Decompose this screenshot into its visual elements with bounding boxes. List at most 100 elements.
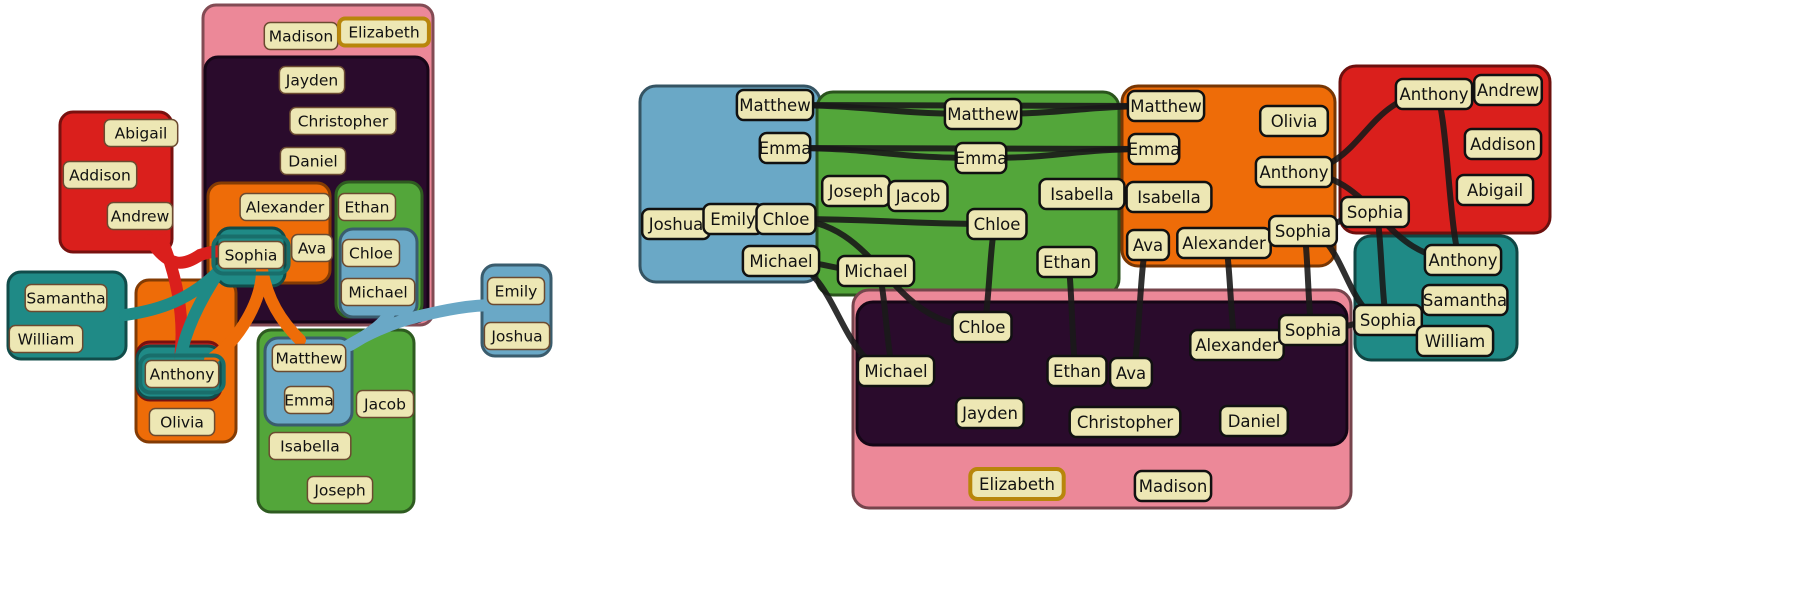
- right-node: Andrew: [1472, 73, 1544, 107]
- right-node: Elizabeth: [968, 467, 1066, 501]
- right-node-label: Alexander: [1182, 234, 1266, 253]
- right-node: Matthew: [943, 97, 1023, 131]
- left-node-box: [483, 321, 551, 351]
- right-node: Joseph: [820, 174, 892, 208]
- right-node: Ethan: [1046, 354, 1108, 388]
- right-edge-7: [783, 216, 1000, 227]
- right-node: Chloe: [966, 207, 1028, 241]
- right-node-label: Samantha: [1423, 291, 1507, 310]
- right-node: Chloe: [755, 202, 817, 236]
- right-node: Anthony: [1423, 243, 1503, 277]
- left-node-label: Emma: [284, 392, 334, 410]
- right-node-label: Chloe: [763, 210, 810, 229]
- left-node-box: [290, 233, 334, 263]
- right-node-box: [1352, 303, 1424, 337]
- right-node-label: Sophia: [1347, 203, 1403, 222]
- right-node: Michael: [856, 354, 936, 388]
- right-node-label: Chloe: [959, 318, 1006, 337]
- right-node: Madison: [1133, 469, 1213, 503]
- right-node-box: [1125, 180, 1213, 214]
- right-node-label: Elizabeth: [979, 475, 1055, 494]
- right-node-label: Emily: [710, 210, 756, 229]
- left-node: Andrew: [106, 201, 174, 231]
- right-node: Abigail: [1455, 173, 1535, 207]
- left-node-label: Emily: [495, 283, 538, 301]
- left-node: Daniel: [279, 146, 347, 176]
- right-node-box: [836, 254, 916, 288]
- right-node-box: [951, 310, 1013, 344]
- right-node: Sophia: [1277, 313, 1349, 347]
- left-node-label: Joseph: [313, 482, 365, 500]
- right-node-label: Abigail: [1467, 181, 1523, 200]
- right-node-box: [966, 207, 1028, 241]
- right-node-label: Sophia: [1285, 321, 1341, 340]
- right-node-label: Isabella: [1050, 185, 1113, 204]
- right-node: Ava: [1108, 356, 1154, 390]
- right-node-box: [1277, 313, 1349, 347]
- left-node-label: Addison: [69, 167, 131, 185]
- right-node-box: [1421, 283, 1509, 317]
- right-node: Sophia: [1352, 303, 1424, 337]
- right-node: Alexander: [1176, 226, 1272, 260]
- right-node-label: Jayden: [961, 404, 1018, 423]
- right-node-box: [1254, 155, 1334, 189]
- right-node: Ethan: [1036, 245, 1098, 279]
- right-node: Michael: [836, 254, 916, 288]
- left-node: Alexander: [239, 192, 331, 222]
- right-node-box: [943, 97, 1023, 131]
- left-node: Matthew: [271, 343, 347, 373]
- right-node-label: Emma: [955, 149, 1008, 168]
- right-edge-6: [978, 146, 1157, 161]
- left-node-label: Jacob: [363, 396, 406, 414]
- left-node: Emily: [486, 276, 546, 306]
- right-node-box: [758, 131, 812, 165]
- right-node-box: [1108, 356, 1154, 390]
- right-node-label: Ava: [1133, 236, 1163, 255]
- left-node-label: Anthony: [150, 366, 215, 384]
- right-node-box: [1339, 195, 1411, 229]
- left-node: Sophia: [211, 234, 291, 276]
- right-node-box: [1218, 404, 1290, 438]
- left-node-box: [268, 431, 352, 461]
- right-node-label: Sophia: [1275, 222, 1331, 241]
- left-node-box: [271, 343, 347, 373]
- right-node-label: Ava: [1116, 364, 1146, 383]
- right-node-box: [1394, 77, 1474, 111]
- right-node-box: [968, 467, 1066, 501]
- right-node-box: [1038, 177, 1126, 211]
- right-node-label: Matthew: [739, 96, 810, 115]
- right-node: Emma: [758, 131, 812, 165]
- left-node-label: William: [18, 331, 75, 349]
- left-node-box: [283, 385, 335, 415]
- right-node-label: Andrew: [1477, 81, 1539, 100]
- right-node-label: Addison: [1470, 135, 1536, 154]
- right-node-box: [755, 202, 817, 236]
- right-node-label: Michael: [749, 252, 812, 271]
- left-node-box: [24, 283, 108, 313]
- left-node-box: [341, 238, 401, 268]
- left-node-box: [62, 160, 138, 190]
- right-node: Matthew: [735, 88, 815, 122]
- right-node-box: [1046, 354, 1108, 388]
- left-link-teal-2: [174, 264, 226, 366]
- right-node: Joshua: [640, 207, 712, 241]
- right-node-label: Ethan: [1043, 253, 1091, 272]
- right-node: Christopher: [1068, 405, 1182, 439]
- left-node-box: [144, 359, 220, 389]
- right-node-box: [887, 179, 949, 213]
- left-node-label: Ethan: [344, 199, 389, 217]
- left-node-box: [106, 201, 174, 231]
- left-node-label: Elizabeth: [348, 24, 419, 42]
- right-node: Anthony: [1394, 77, 1474, 111]
- right-node-label: Daniel: [1228, 412, 1281, 431]
- left-node-label: Matthew: [275, 350, 342, 368]
- left-node-box: [148, 407, 216, 437]
- right-node-label: Joshua: [648, 215, 704, 234]
- right-node-box: [1258, 104, 1330, 138]
- left-node: Ava: [290, 233, 334, 263]
- left-node: Michael: [340, 277, 416, 307]
- right-node: Ava: [1125, 228, 1171, 262]
- right-node: William: [1415, 324, 1495, 358]
